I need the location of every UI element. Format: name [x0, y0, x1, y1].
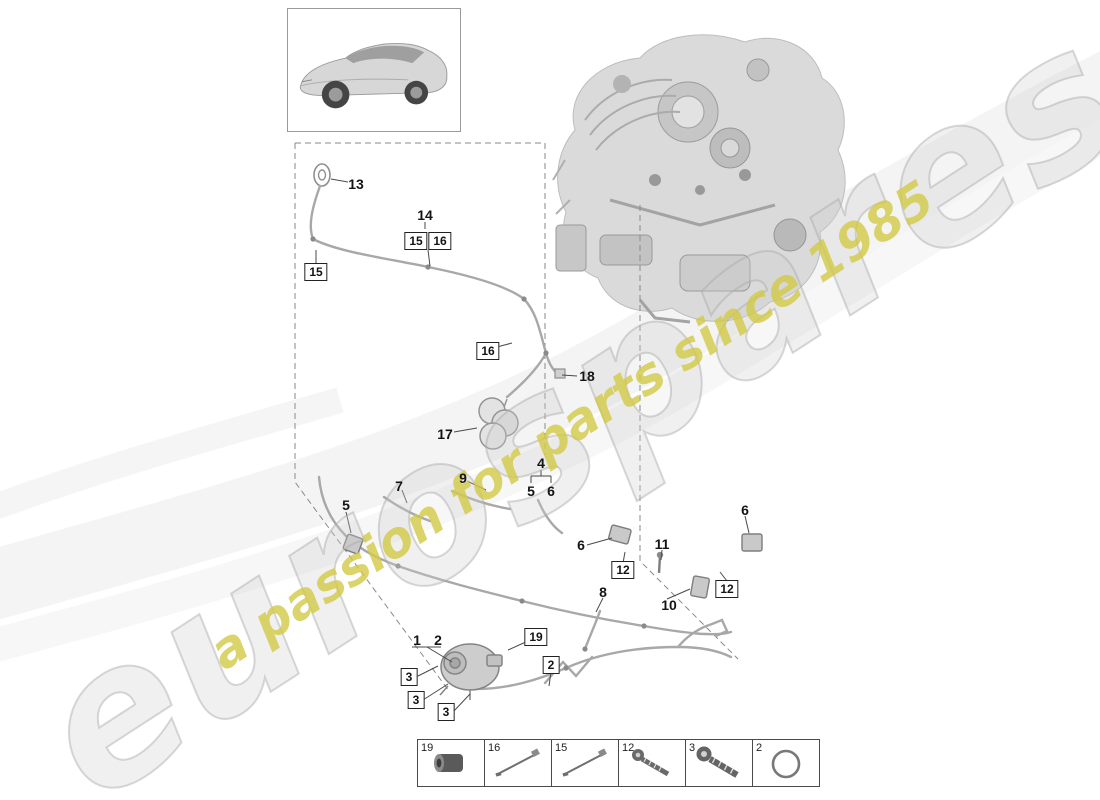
- legend-cell-12: 12: [619, 740, 686, 786]
- upper-hose-drawing: [309, 163, 566, 399]
- oring-icon: [771, 749, 801, 779]
- sleeve-icon: [434, 754, 463, 772]
- boundary-dashed: [294, 142, 739, 692]
- screw-large-icon: [696, 746, 739, 778]
- legend-cell-3: 3: [686, 740, 753, 786]
- vacuum-pump: [439, 643, 503, 700]
- car-box: [287, 8, 461, 132]
- legend-cell-2: 2: [753, 740, 819, 786]
- legend-cell-16: 16: [485, 740, 552, 786]
- legend-cell-15: 15: [552, 740, 619, 786]
- car-illustration: [299, 42, 448, 109]
- lower-hose-drawing: [317, 475, 733, 691]
- legend-cell-label: 2: [756, 742, 763, 754]
- leader-lines: [315, 178, 750, 713]
- screw-icon: [632, 749, 670, 777]
- legend-cell-label: 19: [421, 742, 434, 754]
- tie-icon: [495, 748, 540, 777]
- legend-cell-label: 15: [555, 742, 568, 754]
- vacuum-reservoir: [478, 397, 519, 450]
- legend-cell-label: 16: [488, 742, 501, 754]
- tie-icon: [562, 748, 607, 777]
- legend-row: 19 16 15 12 3 2: [417, 739, 820, 787]
- engine-illustration: [552, 34, 846, 324]
- legend-cell-19: 19: [418, 740, 485, 786]
- legend-cell-label: 12: [622, 742, 635, 754]
- legend-cell-label: 3: [689, 742, 696, 754]
- swoosh-watermark: [0, 51, 1100, 662]
